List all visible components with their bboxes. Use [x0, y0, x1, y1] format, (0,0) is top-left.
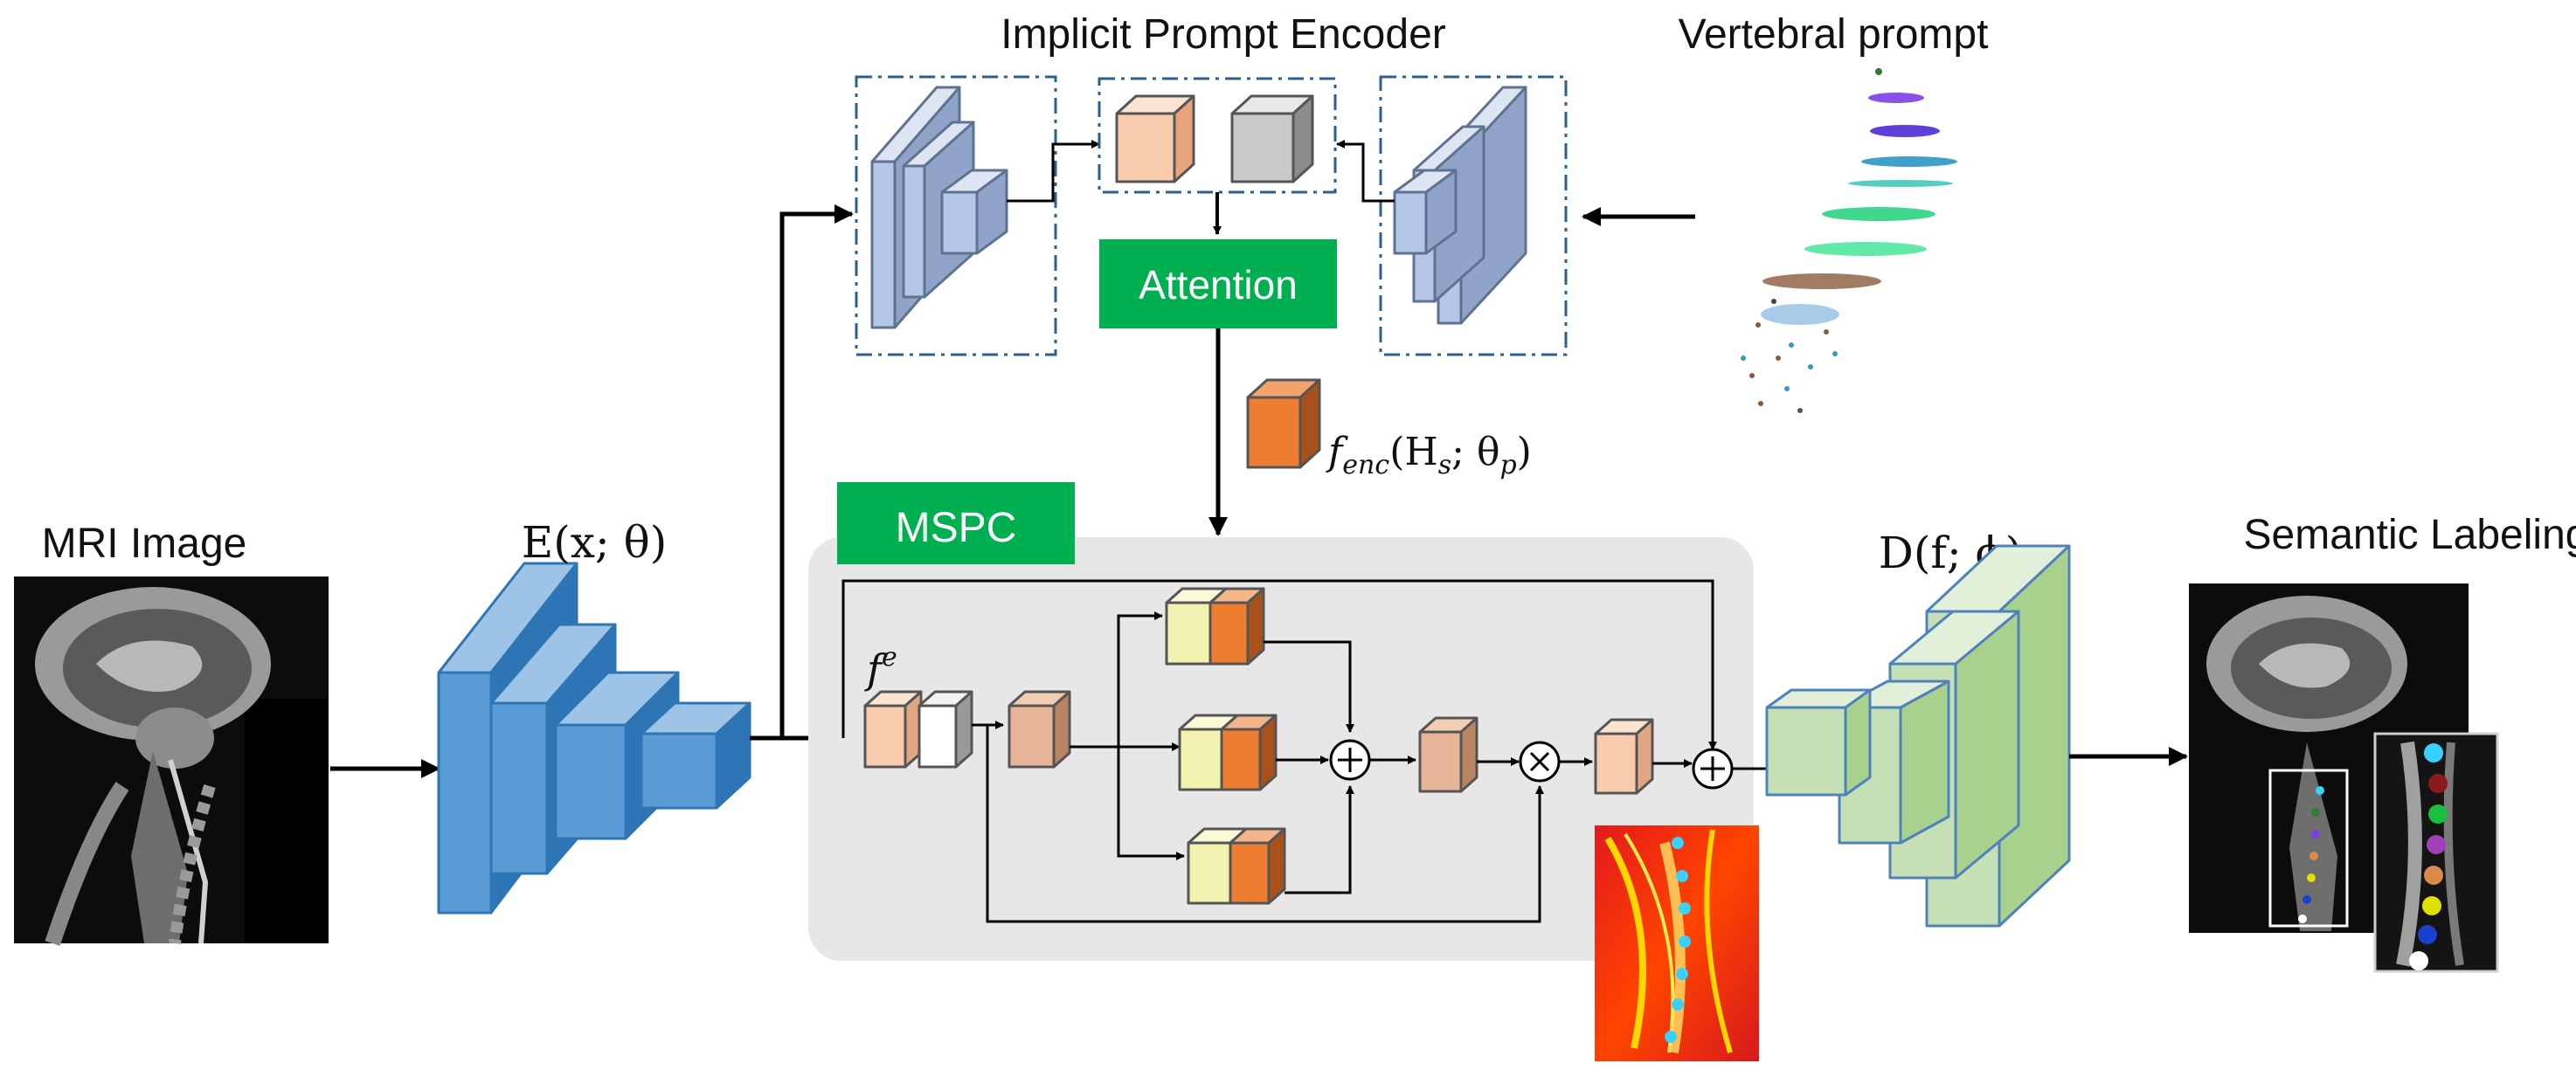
prompt-right-box — [1379, 75, 1568, 356]
fenc-label: fenc(Hs; θp) — [1326, 430, 1532, 480]
plus-icon — [1329, 739, 1371, 781]
branch-bottom-cubes — [1187, 827, 1286, 905]
mspc-tag — [837, 482, 1075, 564]
fused-feature-cube — [1418, 716, 1478, 793]
conv-white-cube — [918, 690, 973, 769]
fe-feature-cube — [863, 690, 923, 769]
branch-input-cube — [1008, 690, 1071, 769]
mri-image-label: MRI Image — [42, 521, 247, 567]
mspc-region — [808, 537, 1754, 961]
fenc-feature-cube — [1246, 378, 1321, 469]
prompt-right-net — [1393, 86, 1527, 325]
decoder-block — [1765, 544, 2071, 928]
prompt-feature-box — [1098, 77, 1337, 194]
encoder-label: E(x; θ) — [522, 517, 668, 568]
prompt-left-box — [855, 75, 1057, 356]
mri-input-image — [14, 576, 329, 946]
attended-feature-cube — [1594, 718, 1654, 795]
vertebral-prompt-pointcloud — [1741, 68, 1957, 413]
prompt-left-net — [870, 86, 1008, 329]
attention-label: Attention — [1139, 262, 1298, 307]
semantic-labeling-zoom — [2373, 732, 2499, 973]
prompt-feature-peach — [1115, 94, 1195, 183]
vertebral-prompt-title: Vertebral prompt — [1679, 11, 1989, 58]
prompt-feature-gray — [1230, 94, 1314, 183]
times-icon — [1519, 741, 1561, 783]
semantic-labeling-label: Semantic Labeling — [2244, 512, 2576, 558]
branch-middle-cubes — [1178, 714, 1278, 791]
attention-block — [1099, 239, 1337, 328]
fe-label: fe — [864, 642, 897, 693]
encoder-block — [437, 562, 751, 915]
implicit-prompt-encoder-title: Implicit Prompt Encoder — [1001, 11, 1446, 58]
branch-top-cubes — [1165, 587, 1265, 666]
mspc-label: MSPC — [896, 505, 1017, 551]
plus-icon — [1692, 748, 1734, 790]
attention-heatmap — [1595, 825, 1759, 1061]
